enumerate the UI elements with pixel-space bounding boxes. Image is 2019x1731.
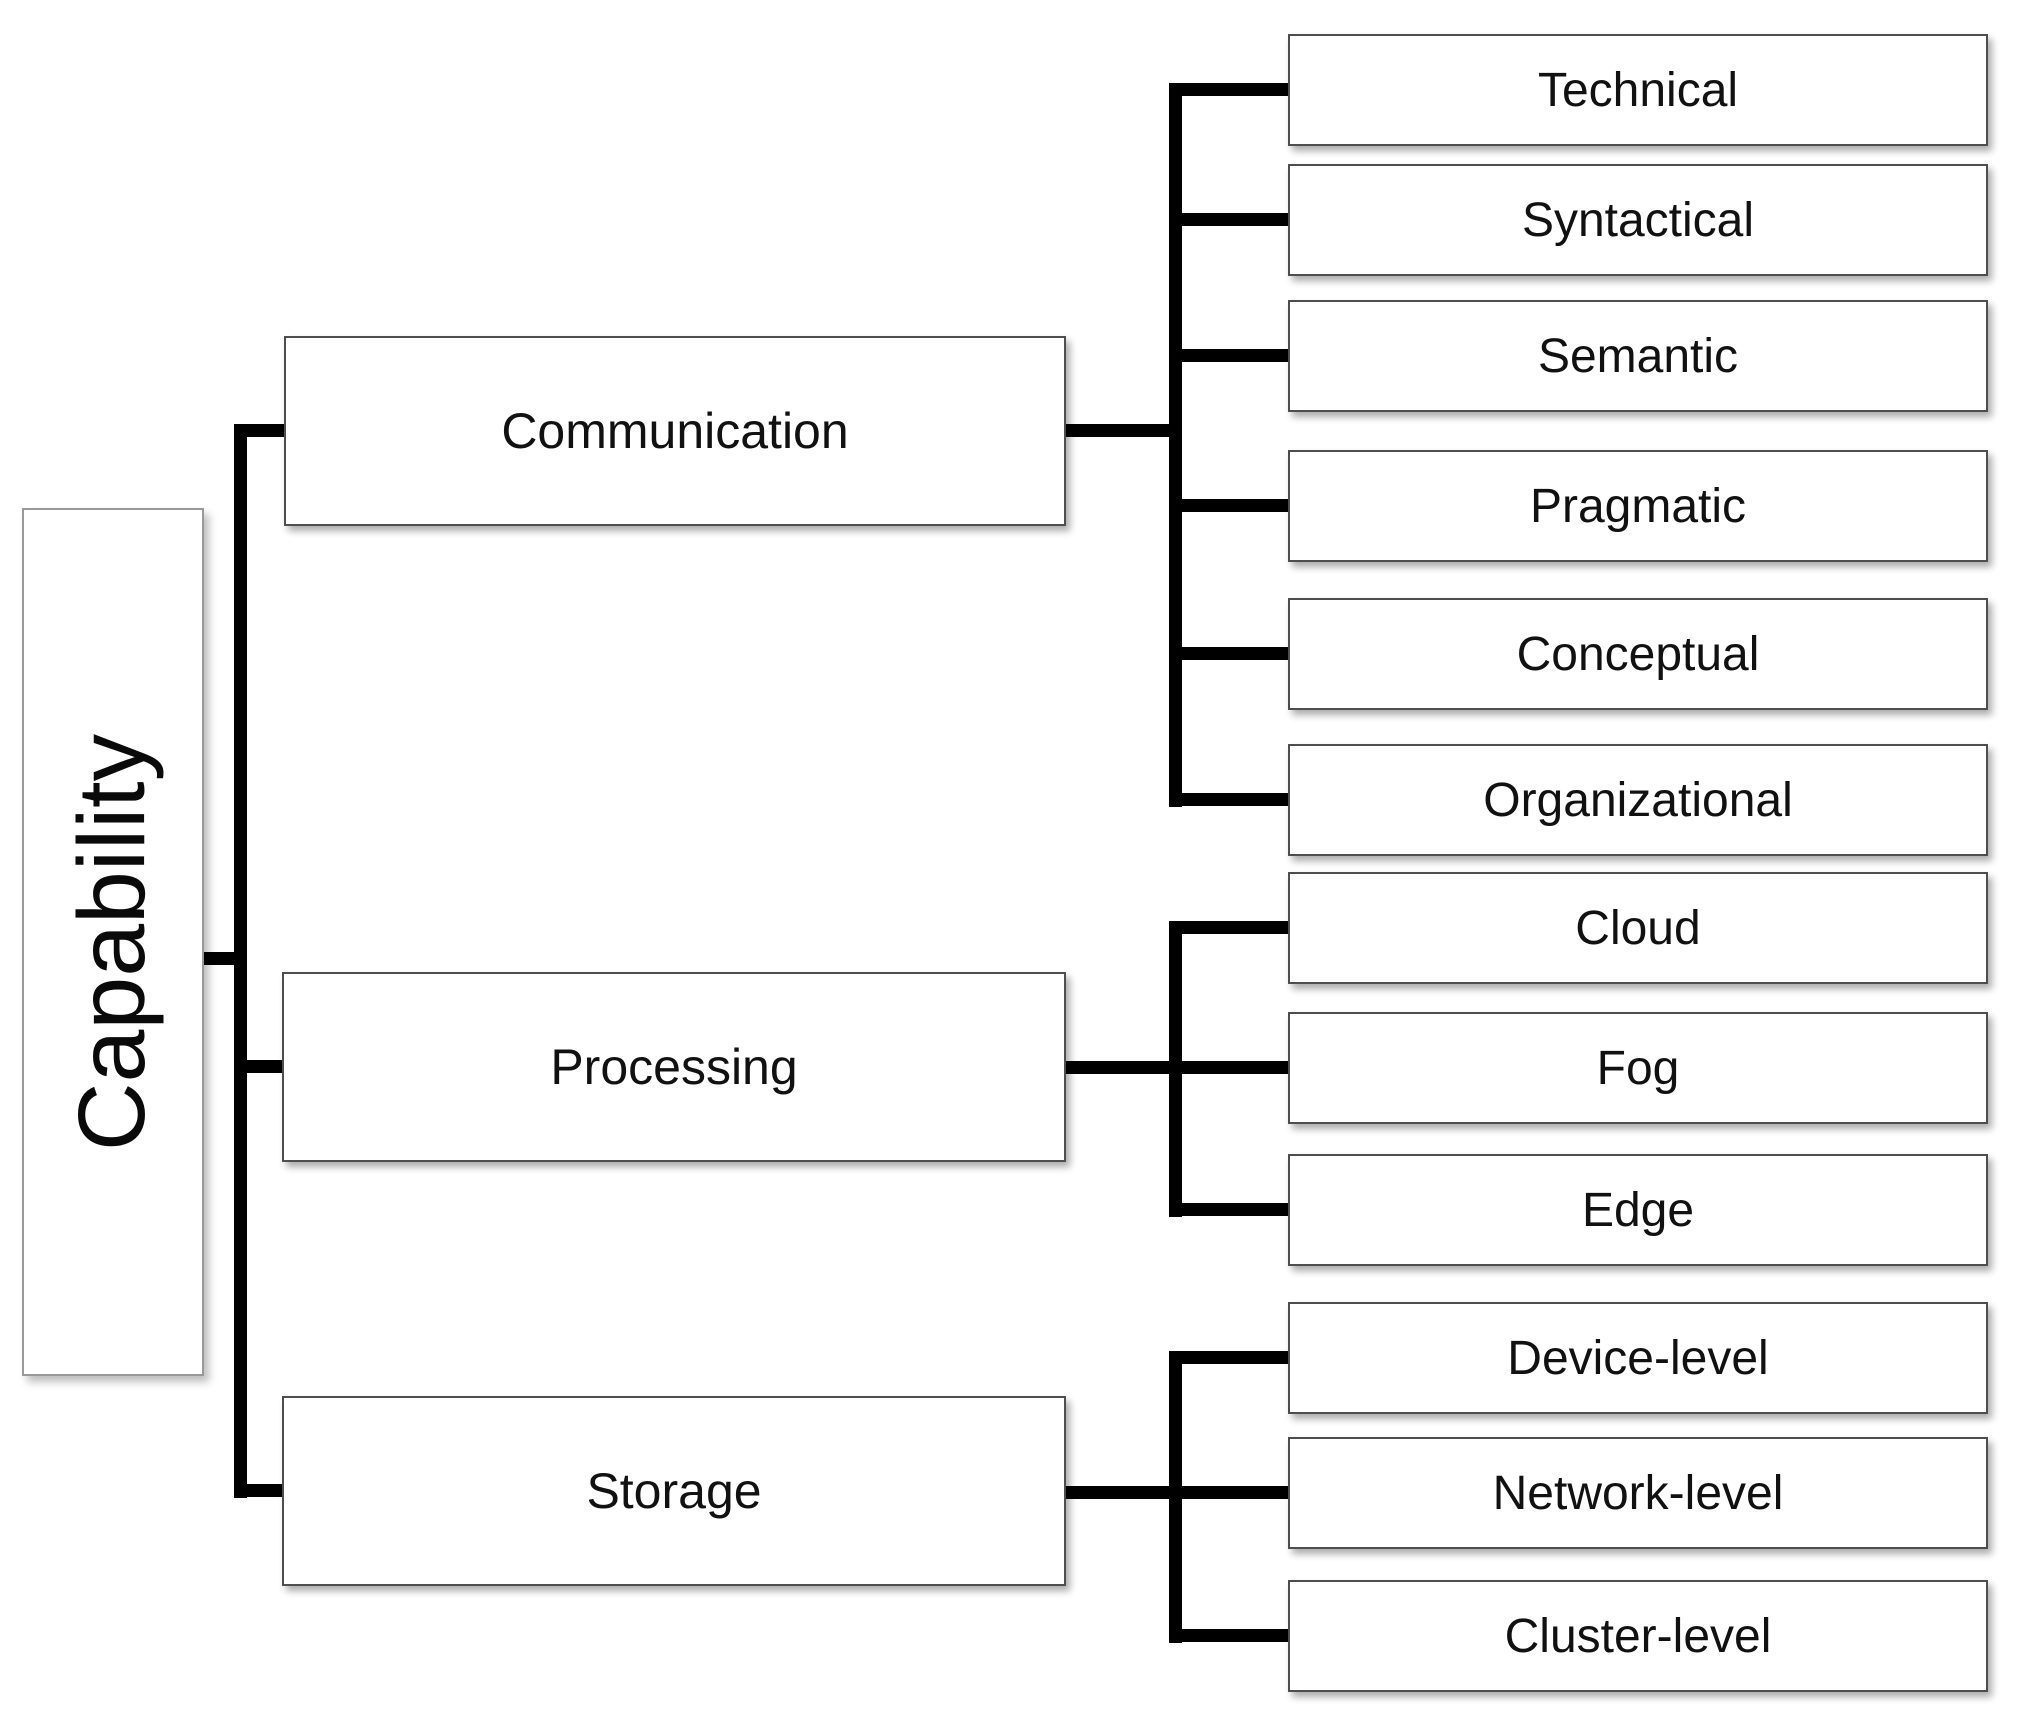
node-network-level-label: Network-level [1492, 1466, 1784, 1520]
node-conceptual: Conceptual [1288, 598, 1988, 710]
node-semantic: Semantic [1288, 300, 1988, 412]
node-cloud-label: Cloud [1575, 901, 1701, 955]
node-semantic-label: Semantic [1537, 329, 1739, 383]
connector-feed-communication [1066, 424, 1182, 437]
connector-stub-syntactical [1169, 213, 1288, 226]
connector-stub-edge [1169, 1203, 1288, 1216]
connector-stub-storage [234, 1484, 282, 1497]
node-storage: Storage [282, 1396, 1066, 1586]
connector-stub-cluster-level [1169, 1629, 1288, 1642]
connector-stub-organizational [1169, 793, 1288, 806]
node-pragmatic: Pragmatic [1288, 450, 1988, 562]
connector-stub-pragmatic [1169, 499, 1288, 512]
node-fog-label: Fog [1596, 1041, 1680, 1095]
node-technical: Technical [1288, 34, 1988, 146]
connector-feed-processing-fog [1066, 1061, 1288, 1074]
node-fog: Fog [1288, 1012, 1988, 1124]
node-syntactical: Syntactical [1288, 164, 1988, 276]
node-storage-label: Storage [586, 1463, 762, 1519]
node-edge-label: Edge [1581, 1183, 1695, 1237]
node-processing: Processing [282, 972, 1066, 1162]
connector-feed-storage-network [1066, 1486, 1288, 1499]
node-organizational-label: Organizational [1483, 773, 1793, 827]
node-cloud: Cloud [1288, 872, 1988, 984]
connector-level1-trunk [234, 424, 247, 1498]
node-communication-label: Communication [501, 403, 849, 459]
connector-stub-processing [234, 1060, 282, 1073]
connector-stub-technical [1169, 83, 1288, 96]
node-edge: Edge [1288, 1154, 1988, 1266]
node-capability-label: Capability [59, 733, 166, 1151]
connector-stub-semantic [1169, 349, 1288, 362]
connector-stub-communication [234, 424, 284, 437]
node-conceptual-label: Conceptual [1516, 627, 1760, 681]
node-communication: Communication [284, 336, 1066, 526]
node-cluster-level-label: Cluster-level [1504, 1609, 1772, 1663]
node-organizational: Organizational [1288, 744, 1988, 856]
node-capability: Capability [22, 508, 204, 1376]
connector-stub-device-level [1169, 1351, 1288, 1364]
node-network-level: Network-level [1288, 1437, 1988, 1549]
node-processing-label: Processing [550, 1039, 798, 1095]
node-technical-label: Technical [1537, 63, 1739, 117]
node-syntactical-label: Syntactical [1521, 193, 1755, 247]
connector-stub-conceptual [1169, 647, 1288, 660]
connector-communication-trunk [1169, 83, 1182, 807]
node-cluster-level: Cluster-level [1288, 1580, 1988, 1692]
node-device-level: Device-level [1288, 1302, 1988, 1414]
node-device-level-label: Device-level [1507, 1331, 1769, 1385]
connector-stub-cloud [1169, 921, 1288, 934]
node-pragmatic-label: Pragmatic [1529, 479, 1747, 533]
